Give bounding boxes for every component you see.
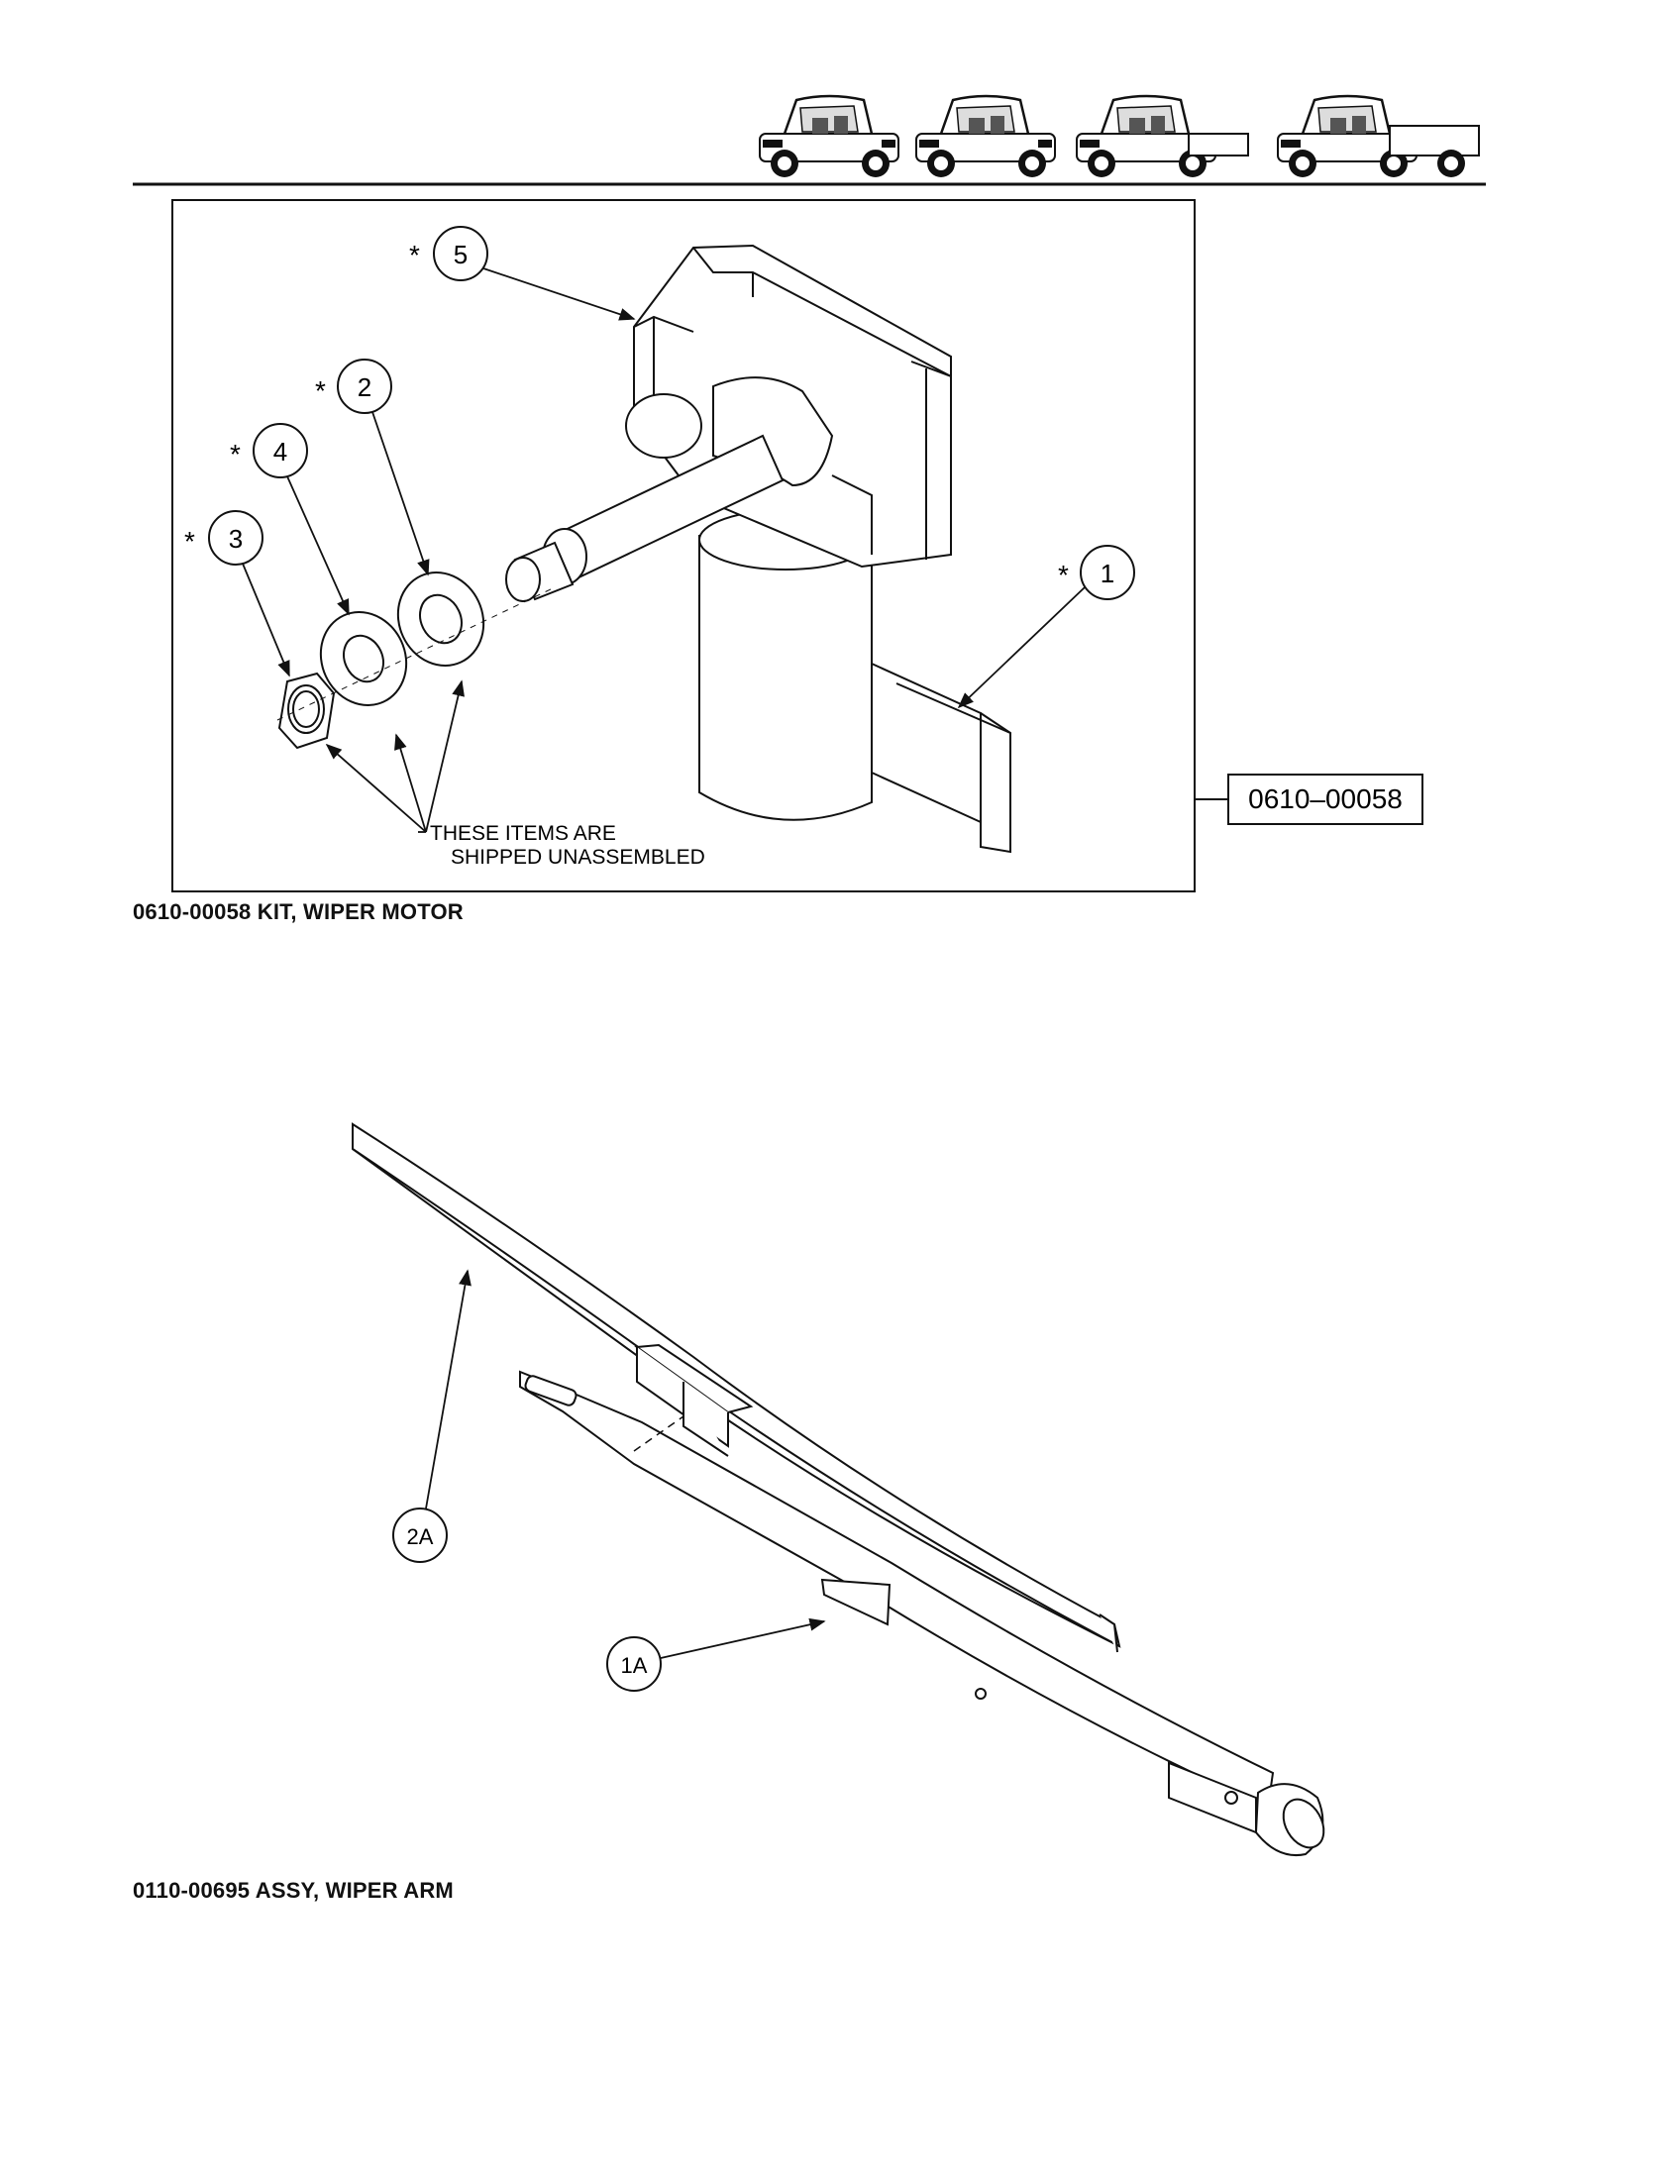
wiper-arm xyxy=(519,1370,1325,1856)
diagram-frame xyxy=(171,199,1196,892)
callout-1-marker: * xyxy=(1058,560,1069,590)
vehicle-two-seat-icon xyxy=(758,94,900,179)
callout-3-marker: * xyxy=(184,526,195,557)
wiper-motor-caption: 0610-00058 KIT, WIPER MOTOR xyxy=(133,899,464,924)
callout-2-marker: * xyxy=(315,375,326,406)
kit-number-tag: 0610–00058 xyxy=(1195,774,1423,825)
callout-4-marker: * xyxy=(230,439,241,469)
wiper-arm-diagram: 2A 1A xyxy=(352,1122,1325,1856)
note-line-1: THESE ITEMS ARE xyxy=(430,822,616,845)
part-4-washer xyxy=(319,611,408,706)
callout-2-label: 2 xyxy=(358,372,371,402)
header-vehicles xyxy=(758,94,1480,179)
wiper-blade xyxy=(352,1122,1121,1653)
kit-number: 0610–00058 xyxy=(1248,783,1403,814)
note-line-2: SHIPPED UNASSEMBLED xyxy=(451,846,705,869)
callout-2A-label: 2A xyxy=(407,1524,434,1549)
callout-4: * 4 xyxy=(230,423,350,616)
motor-body xyxy=(698,509,873,821)
mounting-bracket xyxy=(871,663,1011,854)
wiper-arm-caption: 0110-00695 ASSY, WIPER ARM xyxy=(133,1878,454,1903)
vehicle-short-bed-icon xyxy=(1075,94,1249,179)
callout-3-label: 3 xyxy=(229,524,243,554)
callout-5-marker: * xyxy=(409,240,420,270)
callout-5: * 5 xyxy=(409,226,636,321)
callout-1: * 1 xyxy=(957,545,1135,709)
part-2-seal xyxy=(396,572,485,667)
unassembled-note: THESE ITEMS ARE SHIPPED UNASSEMBLED xyxy=(325,679,705,869)
callout-2A: 2A xyxy=(392,1269,472,1563)
callout-1-label: 1 xyxy=(1101,559,1114,588)
callout-1A-label: 1A xyxy=(621,1653,648,1678)
callout-5-label: 5 xyxy=(454,240,468,269)
callout-4-label: 4 xyxy=(273,437,287,467)
callout-1A: 1A xyxy=(606,1617,826,1692)
callout-3: * 3 xyxy=(184,510,290,677)
part-3-nut xyxy=(277,672,336,750)
vehicle-long-bed-icon xyxy=(1276,94,1480,179)
wiper-motor-diagram: * 5 * 2 * 4 * 3 * 1 xyxy=(171,199,1423,892)
callout-2: * 2 xyxy=(315,359,430,576)
output-shaft xyxy=(505,376,834,602)
vehicle-four-seat-icon xyxy=(914,94,1057,179)
